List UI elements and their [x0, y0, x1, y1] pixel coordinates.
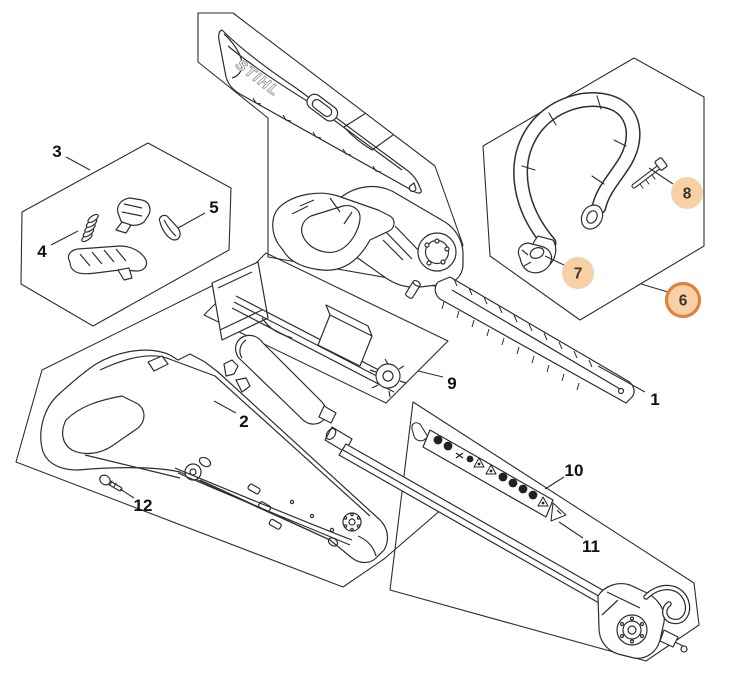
callout-leader-6	[640, 283, 669, 293]
callout-leader-5	[177, 212, 206, 229]
callout-number-7[interactable]: 7	[574, 266, 583, 283]
callout-leader-11	[558, 521, 584, 539]
callout-5[interactable]: 5	[177, 198, 219, 229]
clamp-drawing-7	[517, 242, 553, 274]
lever-drawing-5	[158, 214, 181, 241]
callout-number-9[interactable]: 9	[447, 374, 456, 393]
blade-guard-drawing: STIHL	[218, 29, 422, 194]
callout-leader-4	[50, 230, 79, 246]
callout-leader-3	[65, 156, 91, 171]
callout-number-11[interactable]: 11	[582, 537, 600, 556]
callout-number-5[interactable]: 5	[209, 198, 218, 217]
callout-leader-8	[648, 167, 674, 185]
small-parts-drawing	[67, 197, 181, 281]
cutter-blade-drawing	[434, 276, 635, 404]
callout-highlight-7[interactable]	[562, 257, 594, 289]
callout-leader-7	[544, 255, 565, 266]
callout-leader-9	[417, 370, 444, 378]
callout-number-8[interactable]: 8	[683, 186, 692, 203]
callout-3[interactable]: 3	[52, 142, 91, 171]
callout-number-12[interactable]: 12	[134, 496, 153, 515]
group-box-small-parts	[20, 142, 232, 327]
callout-4[interactable]: 4	[37, 230, 79, 261]
screw-drawing-8	[631, 157, 668, 189]
drive-assembly-drawing	[211, 261, 407, 425]
callout-6[interactable]: 6	[640, 281, 702, 319]
gear-head-drawing	[597, 583, 691, 659]
callout-leader-2	[213, 400, 237, 414]
callout-11[interactable]: 11	[558, 521, 600, 556]
loop-handle-drawing	[513, 92, 641, 267]
callout-number-2[interactable]: 2	[239, 412, 248, 431]
callout-number-3[interactable]: 3	[52, 142, 61, 161]
callout-leader-10	[544, 476, 565, 490]
callout-leader-1	[597, 365, 646, 393]
housing-shell-drawing	[40, 349, 389, 564]
callout-number-10[interactable]: 10	[565, 461, 584, 480]
callout-12[interactable]: 12	[119, 488, 153, 515]
callout-leader-12	[119, 488, 135, 499]
callout-8[interactable]: 8	[648, 167, 703, 209]
warning-sticker-drawing	[411, 422, 567, 522]
callout-10[interactable]: 10	[544, 461, 584, 490]
spring-drawing-4	[81, 213, 99, 243]
callout-1[interactable]: 1	[597, 365, 660, 409]
callout-9[interactable]: 9	[417, 370, 457, 393]
callout-2[interactable]: 2	[213, 400, 249, 431]
callout-number-6[interactable]: 6	[679, 293, 688, 310]
screw-drawing-12	[99, 474, 123, 492]
callout-highlight-6[interactable]	[664, 281, 702, 319]
callout-highlight-8[interactable]	[671, 177, 703, 209]
group-box-loop-handle	[482, 57, 705, 321]
callout-number-1[interactable]: 1	[650, 390, 659, 409]
callout-7[interactable]: 7	[544, 255, 594, 289]
main-unit-drawing	[272, 185, 464, 299]
callout-number-4[interactable]: 4	[37, 242, 47, 261]
